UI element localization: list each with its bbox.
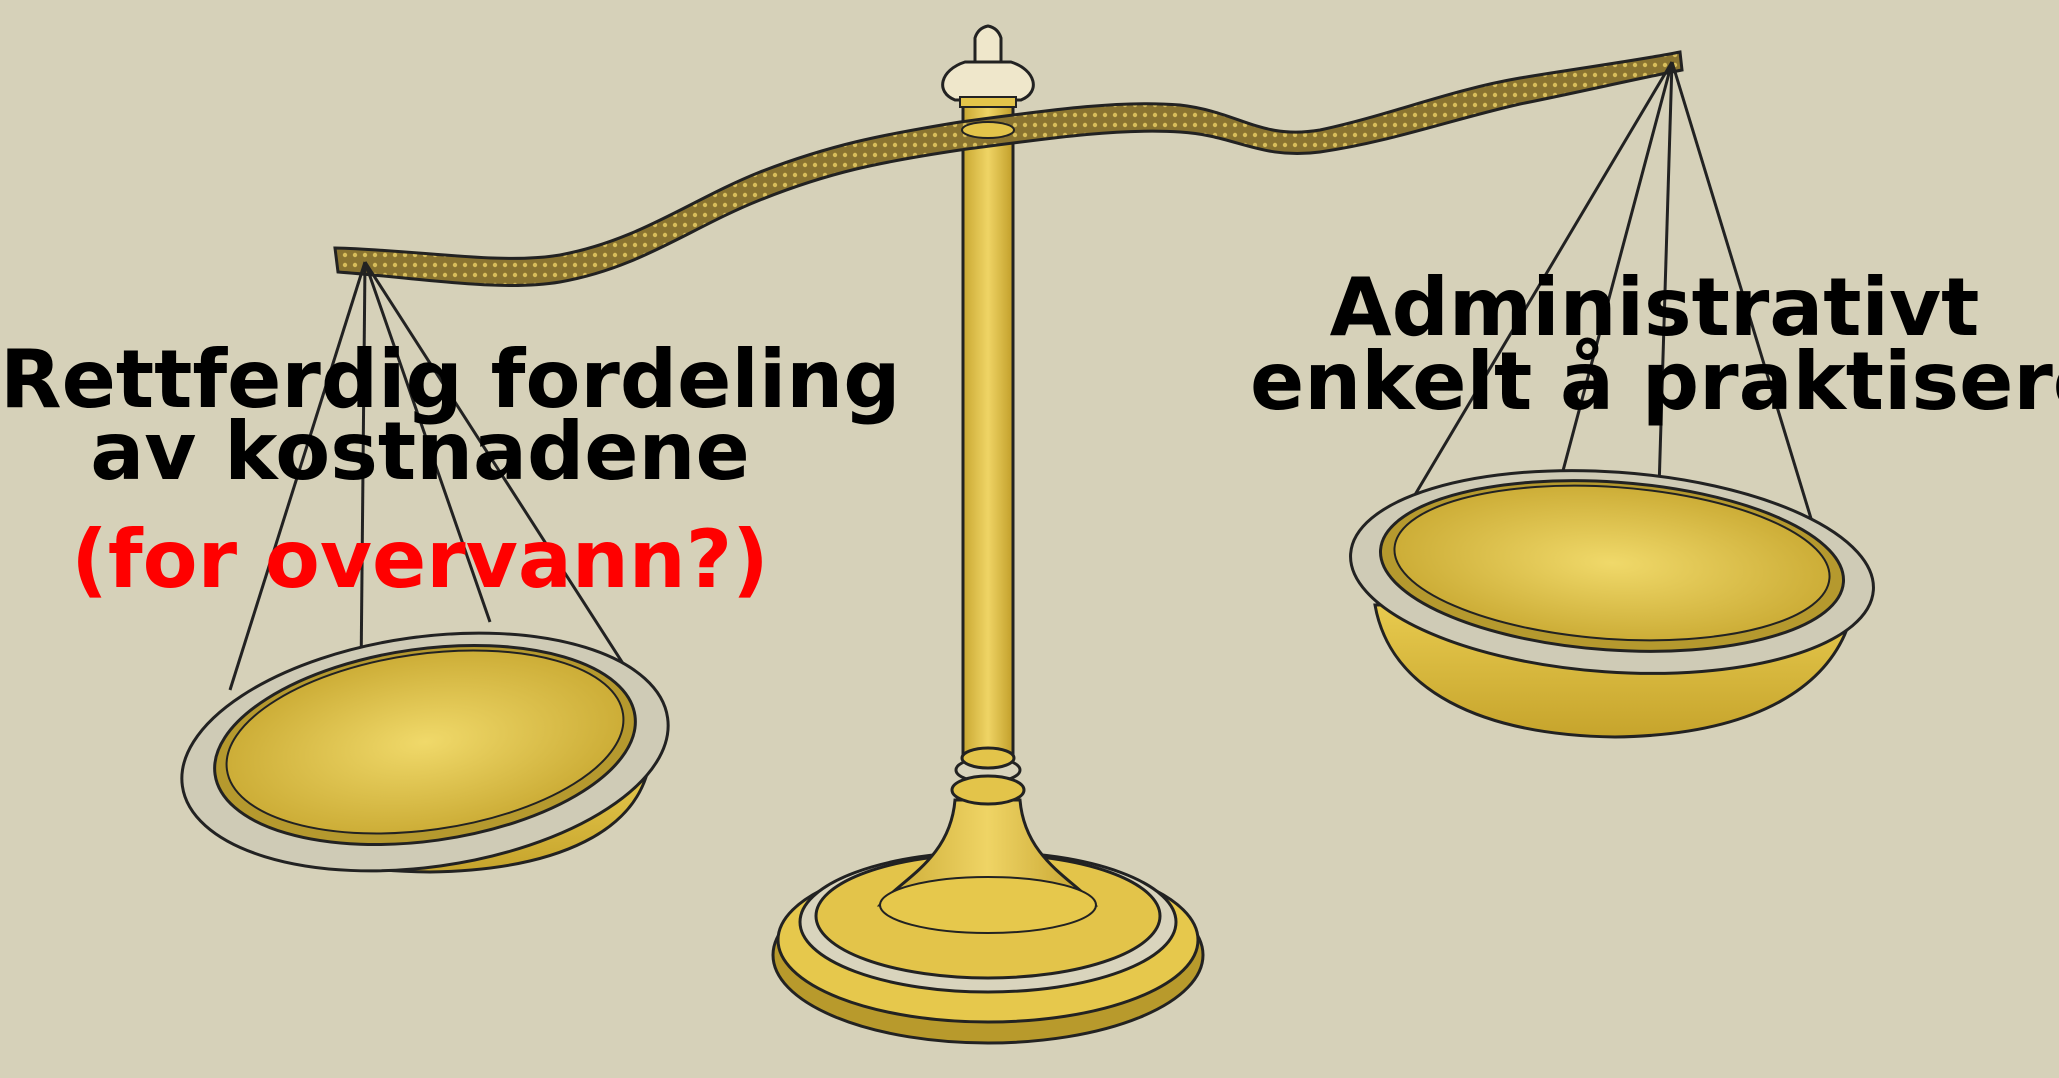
right-caption-line-1: Administrativt [1329, 261, 1980, 354]
right-pan-caption: Administrativt enkelt å praktisere [1250, 268, 2059, 422]
scale-finial [941, 24, 1035, 108]
left-caption-line-1: Rettferdig fordeling [0, 333, 901, 426]
left-pan [180, 631, 670, 874]
right-caption-line-2: enkelt å praktisere [1250, 335, 2059, 428]
scale-base [771, 798, 1205, 1045]
right-pan-strings [1398, 61, 1822, 621]
left-pan-caption: Rettferdig fordeling av kostnadene (for … [0, 333, 901, 606]
scale-pillar [950, 103, 1026, 806]
right-pan [1349, 469, 1875, 739]
left-caption-line-2: av kostnadene [90, 405, 750, 498]
scale-beam [333, 50, 1684, 287]
left-caption-question: (for overvann?) [71, 513, 769, 606]
